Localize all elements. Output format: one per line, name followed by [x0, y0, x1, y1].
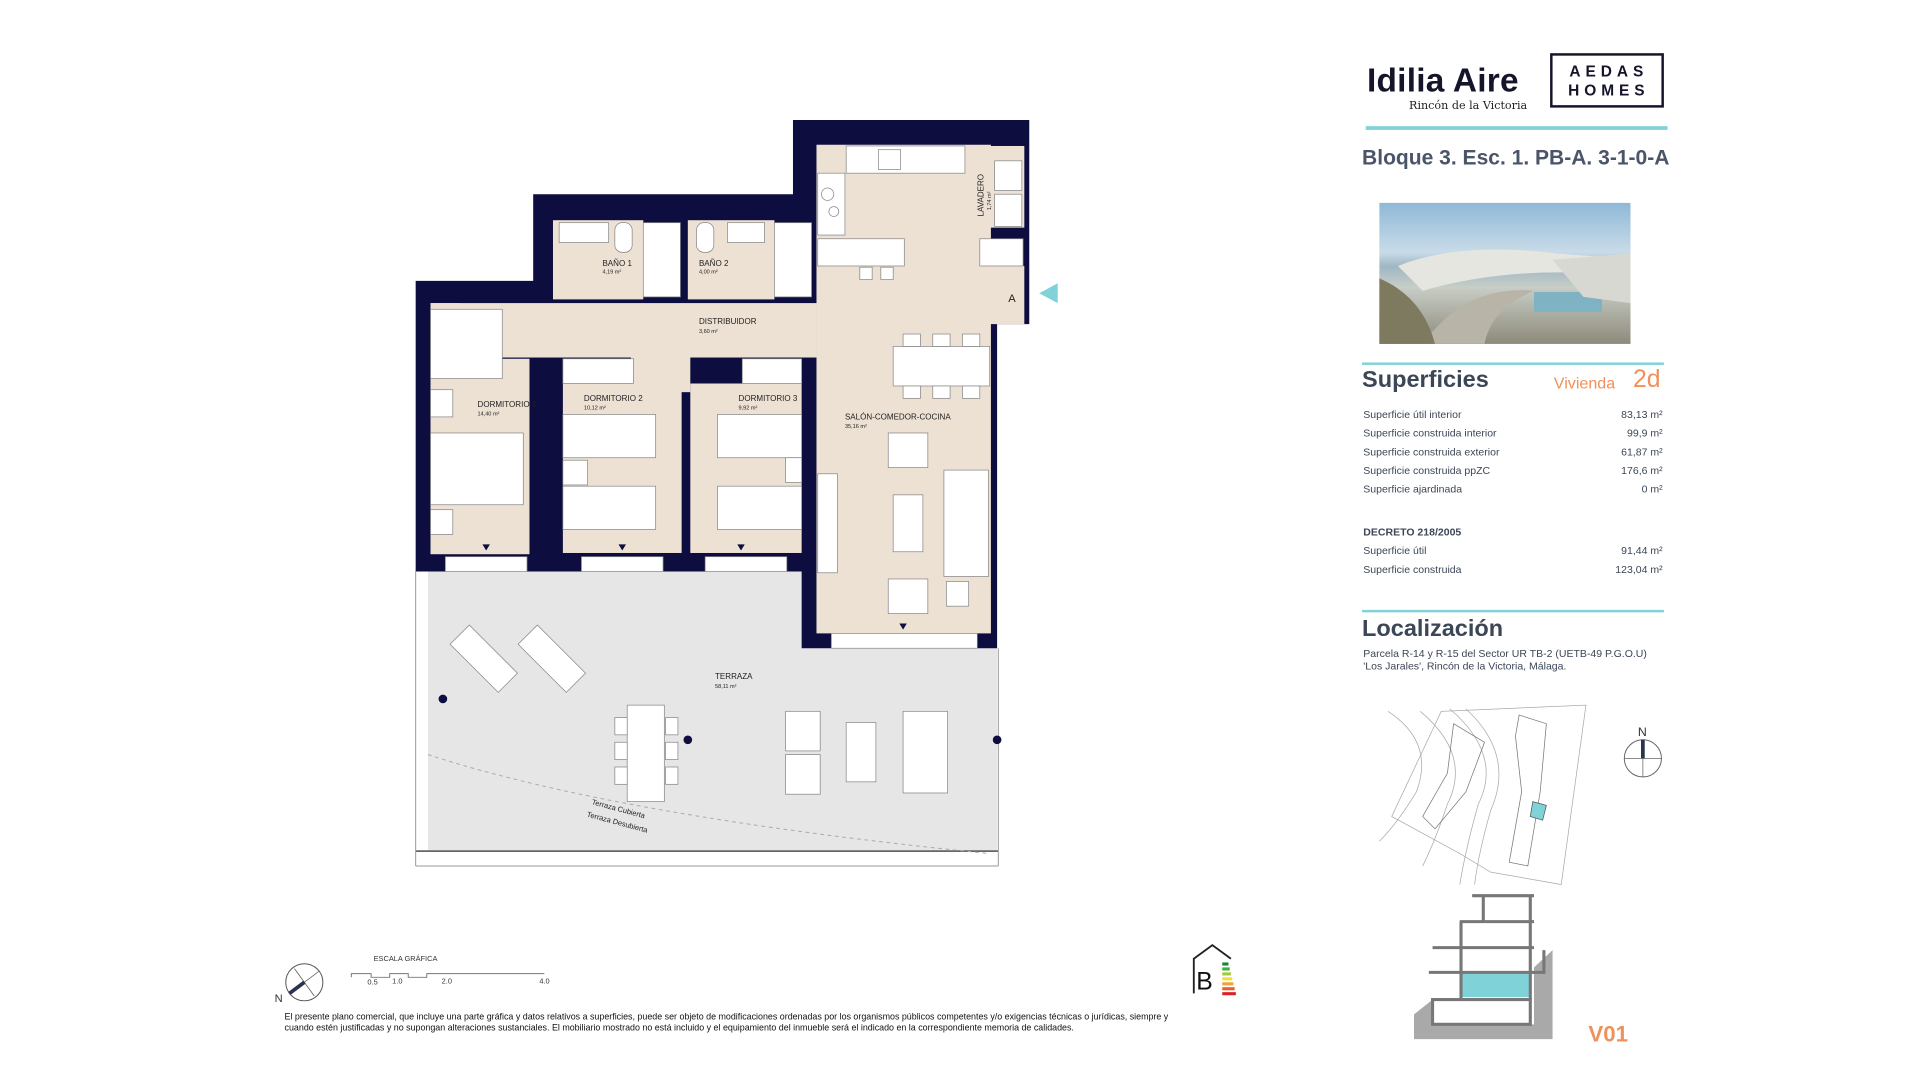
svg-text:10,12 m²: 10,12 m²	[584, 405, 606, 411]
svg-text:4.0: 4.0	[539, 976, 549, 985]
room-label: DORMITORIO 1	[478, 400, 537, 409]
svg-text:58,11 m²: 58,11 m²	[715, 684, 737, 690]
svg-text:3,60 m²: 3,60 m²	[699, 329, 718, 335]
room-label: BAÑO 2	[699, 259, 729, 268]
svg-text:9,92 m²: 9,92 m²	[739, 405, 758, 411]
address: Parcela R-14 y R-15 del Sector UR TB-2 (…	[1363, 647, 1647, 672]
energy-label-icon: B	[1192, 943, 1236, 996]
divider	[1362, 362, 1664, 365]
graphic-scale	[350, 973, 545, 978]
svg-text:4,19 m²: 4,19 m²	[602, 269, 621, 275]
columns	[438, 544, 1002, 745]
north-label: N	[1638, 725, 1647, 739]
room-label: LAVADERO	[976, 174, 985, 217]
entry-label: A	[1008, 293, 1016, 305]
svg-text:14,40 m²: 14,40 m²	[478, 412, 500, 418]
room-label: DORMITORIO 3	[739, 394, 798, 403]
north-arrow-icon	[1623, 739, 1662, 778]
superficies-title: Superficies	[1362, 367, 1489, 394]
type-label: Vivienda	[1553, 373, 1616, 393]
furniture	[430, 145, 1024, 803]
svg-text:4,00 m²: 4,00 m²	[699, 269, 718, 275]
brand-subtitle: Rincón de la Victoria	[1409, 100, 1528, 113]
scale-title: ESCALA GRÁFICA	[374, 954, 438, 963]
brand-logo: Idilia Aire	[1366, 61, 1519, 99]
svg-text:1.0: 1.0	[392, 976, 402, 985]
localizacion-title: Localización	[1362, 616, 1504, 643]
entry-arrow-icon	[1039, 283, 1058, 304]
building-section	[1414, 894, 1553, 1040]
version-label: V01	[1588, 1021, 1629, 1047]
room-label: SALÓN-COMEDOR-COCINA	[845, 412, 951, 421]
room-label: DORMITORIO 2	[584, 394, 643, 403]
svg-text:B: B	[1196, 969, 1213, 996]
room-label: TERRAZA	[715, 672, 753, 681]
svg-text:35,16 m²: 35,16 m²	[845, 424, 867, 430]
north-compass-icon: N	[275, 963, 324, 1005]
svg-text:1,74 m²: 1,74 m²	[987, 191, 993, 210]
divider	[1362, 609, 1664, 613]
type-value: 2d	[1632, 366, 1661, 394]
building-photo	[1379, 202, 1631, 344]
divider	[1365, 126, 1668, 130]
unit-reference: Bloque 3. Esc. 1. PB-A. 3-1-0-A	[1362, 145, 1670, 170]
svg-text:2.0: 2.0	[442, 976, 452, 985]
decreto-title: DECRETO 218/2005	[1363, 525, 1462, 539]
svg-text:0.5: 0.5	[367, 978, 377, 987]
location-map	[1379, 704, 1587, 885]
disclaimer: El presente plano comercial, que incluye…	[284, 1010, 1169, 1033]
room-label: DISTRIBUIDOR	[699, 317, 757, 326]
svg-text:N: N	[275, 993, 283, 1005]
room-label: BAÑO 1	[602, 259, 632, 268]
developer-logo: AEDAS HOMES	[1550, 53, 1664, 108]
